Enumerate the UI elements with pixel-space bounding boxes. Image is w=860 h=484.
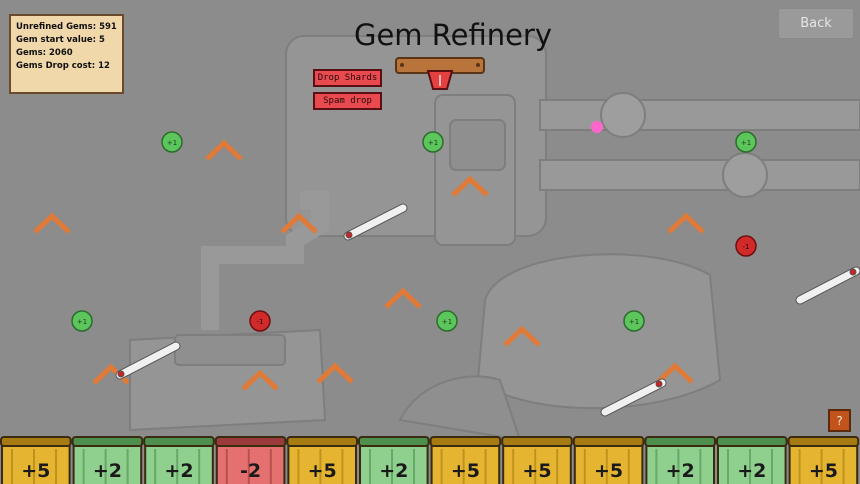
bumpers bbox=[33, 139, 705, 391]
paddle bbox=[795, 266, 860, 305]
bucket: +5 bbox=[286, 436, 358, 484]
gems-stat: Gems: 2060 bbox=[16, 48, 73, 58]
bonus-pegs: +1 +1 +1 +1 +1 +1 bbox=[71, 131, 757, 332]
bonus-peg: +1 bbox=[71, 310, 93, 332]
gem-start-value-stat: Gem start value: 5 bbox=[16, 35, 105, 45]
paddles bbox=[115, 203, 860, 417]
svg-text:+1: +1 bbox=[428, 139, 438, 147]
bucket-label: +5 bbox=[522, 460, 551, 482]
penalty-pegs: -1 -1 bbox=[249, 235, 757, 332]
bumper bbox=[33, 212, 71, 234]
bucket: +5 bbox=[572, 436, 645, 484]
bucket: +2 bbox=[358, 436, 430, 484]
svg-text:-1: -1 bbox=[257, 318, 264, 326]
drop-shards-button[interactable]: Drop Shards bbox=[313, 69, 382, 87]
dropper-icon[interactable] bbox=[426, 70, 454, 90]
svg-text:+1: +1 bbox=[77, 318, 87, 326]
svg-text:+1: +1 bbox=[741, 139, 751, 147]
unrefined-gems-stat: Unrefined Gems: 591 bbox=[16, 22, 117, 32]
svg-text:-1: -1 bbox=[743, 243, 750, 251]
bumper bbox=[667, 212, 705, 234]
bucket: +5 bbox=[0, 436, 72, 484]
bucket: +2 bbox=[71, 436, 144, 484]
bumper bbox=[241, 369, 279, 391]
stats-panel: Unrefined Gems: 591 Gem start value: 5 G… bbox=[9, 14, 124, 94]
bucket-label: +5 bbox=[594, 460, 623, 482]
bucket: +2 bbox=[716, 436, 788, 484]
bucket-label: +2 bbox=[379, 460, 408, 482]
gems-drop-cost-stat: Gems Drop cost: 12 bbox=[16, 61, 110, 71]
svg-text:+1: +1 bbox=[629, 318, 639, 326]
bumper bbox=[205, 139, 243, 161]
bumper bbox=[451, 175, 489, 197]
bonus-peg: +1 bbox=[161, 131, 183, 153]
penalty-peg: -1 bbox=[735, 235, 757, 257]
bucket: +2 bbox=[143, 436, 215, 484]
buckets: +5 +2 +2 -2 +5 +2 +5 +5 +5 +2 +2 +5 bbox=[0, 436, 860, 484]
bucket: +5 bbox=[429, 436, 502, 484]
bucket-label: +2 bbox=[93, 460, 122, 482]
background-machinery bbox=[129, 35, 860, 442]
back-button[interactable]: Back bbox=[778, 8, 854, 39]
gem-shard bbox=[591, 121, 603, 133]
bucket: +5 bbox=[501, 436, 573, 484]
paddle bbox=[343, 203, 408, 241]
bucket-label: +5 bbox=[308, 460, 337, 482]
bonus-peg: +1 bbox=[436, 310, 458, 332]
bucket: +5 bbox=[787, 436, 860, 484]
svg-text:+1: +1 bbox=[167, 139, 177, 147]
help-button[interactable]: ? bbox=[828, 409, 851, 432]
bucket-label: +5 bbox=[21, 460, 50, 482]
bonus-peg: +1 bbox=[623, 310, 645, 332]
bumper bbox=[656, 362, 694, 384]
bucket-label: +2 bbox=[737, 460, 766, 482]
penalty-peg: -1 bbox=[249, 310, 271, 332]
bumper bbox=[503, 325, 541, 347]
bumper bbox=[384, 287, 422, 309]
bumper bbox=[316, 362, 354, 384]
bucket: +2 bbox=[644, 436, 717, 484]
paddle bbox=[600, 378, 667, 417]
bucket-label: +5 bbox=[809, 460, 838, 482]
svg-text:+1: +1 bbox=[442, 318, 452, 326]
bucket-label: +2 bbox=[666, 460, 695, 482]
paddle bbox=[115, 341, 181, 380]
bucket-label: +2 bbox=[164, 460, 193, 482]
spam-drop-button[interactable]: Spam drop bbox=[313, 92, 382, 110]
bucket-label: +5 bbox=[451, 460, 480, 482]
bonus-peg: +1 bbox=[422, 131, 444, 153]
bucket-label: -2 bbox=[240, 460, 261, 482]
bonus-peg: +1 bbox=[735, 131, 757, 153]
bucket: -2 bbox=[214, 436, 287, 484]
bumper bbox=[280, 212, 318, 234]
page-title: Gem Refinery bbox=[353, 18, 553, 52]
